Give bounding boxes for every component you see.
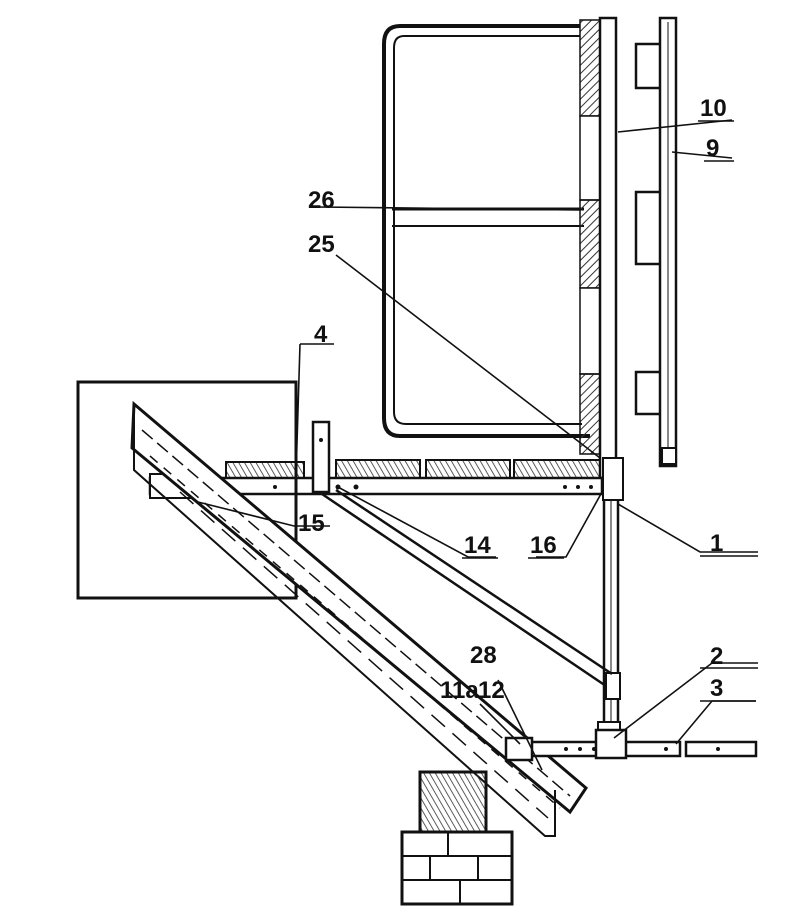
label-11a: 11a [440,677,479,704]
platform-planks [225,459,601,479]
sloped-rafter [130,400,588,837]
label-28: 28 [470,642,497,669]
railing-panel-strip [579,19,601,455]
separate-post [634,16,678,468]
label-10: 10 [700,95,727,122]
label-16: 16 [530,532,557,559]
label-4: 4 [314,321,328,348]
label-14: 14 [464,532,491,559]
railing-frame [382,24,590,438]
label-12: 12 [478,677,505,704]
bottom-rail [504,728,758,762]
detail-box [76,380,298,600]
label-15: 15 [298,510,325,537]
label-25: 25 [308,231,335,258]
label-2: 2 [710,643,723,670]
reference-labels: 10 9 26 25 4 15 14 16 1 28 2 11a 12 3 [298,95,758,704]
diagonal-brace [321,488,613,688]
wall-support [400,770,514,906]
label-9: 9 [706,135,719,162]
label-26: 26 [308,187,335,214]
vertical-post [597,16,624,747]
label-1: 1 [710,530,723,557]
label-3: 3 [710,675,723,702]
stop-bracket [311,420,331,494]
